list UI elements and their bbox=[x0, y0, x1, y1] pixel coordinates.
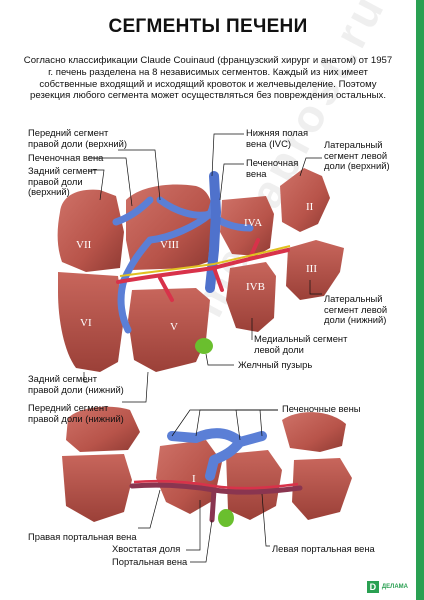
label-posterior-right-upper: Задний сегмент правой доли (верхний) bbox=[28, 165, 98, 198]
intro-text: Согласно классификации Claude Couinaud (… bbox=[23, 55, 393, 102]
label-hepatic-vein: Печеночная вена bbox=[28, 152, 104, 163]
logo-mark: D bbox=[366, 581, 379, 593]
segment-label-vii: VII bbox=[76, 239, 92, 251]
segment-label-ivb: IVB bbox=[246, 281, 265, 293]
bottom-right-lower-lobe bbox=[62, 454, 132, 522]
leader-lines-top bbox=[83, 133, 322, 403]
segment-label-i: I bbox=[192, 473, 196, 485]
segment-label-iva: IVA bbox=[244, 217, 262, 229]
label-posterior-right-lower: Задний сегмент правой доли (нижний) bbox=[28, 373, 124, 395]
segment-label-v: V bbox=[170, 321, 178, 333]
segment-label-vi: VI bbox=[80, 317, 92, 329]
bottom-left-upper-lobe bbox=[282, 412, 346, 452]
label-caudate-lobe: Хвостатая доля bbox=[112, 543, 181, 554]
bottom-center-lobe bbox=[226, 450, 282, 520]
bile-ducts-top bbox=[119, 245, 291, 277]
hepatic-vein-branches bbox=[112, 176, 254, 334]
label-anterior-right-lower: Передний сегмент правой доли (нижний) bbox=[28, 402, 124, 424]
bottom-right-upper-lobe bbox=[66, 406, 140, 452]
label-ivc: Нижняя полая вена (IVC) bbox=[246, 127, 309, 149]
label-portal-vein: Портальная вена bbox=[112, 556, 188, 567]
gallbladder-shape bbox=[195, 338, 213, 354]
segment-ivb-shape bbox=[226, 262, 276, 332]
poster-title: СЕГМЕНТЫ ПЕЧЕНИ bbox=[108, 16, 308, 37]
portal-branches-top bbox=[116, 238, 290, 302]
label-lateral-left-lower: Латеральный сегмент левой доли (нижний) bbox=[324, 293, 388, 326]
segment-label-ii: II bbox=[306, 201, 314, 213]
label-left-portal-vein: Левая портальная вена bbox=[272, 543, 375, 554]
segment-ii-shape bbox=[280, 168, 330, 232]
segment-v-shape bbox=[128, 288, 210, 372]
segment-label-iii: III bbox=[306, 263, 317, 275]
label-medial-left: Медиальный сегмент левой доли bbox=[254, 333, 348, 355]
publisher-logo: D ДЕЛАМА bbox=[366, 580, 408, 594]
bottom-caudate-lobe bbox=[156, 440, 222, 514]
leader-lines-bottom bbox=[138, 409, 278, 563]
logo-text: ДЕЛАМА bbox=[381, 584, 408, 590]
segment-label-viii: VIII bbox=[160, 239, 179, 251]
bottom-left-lower-lobe bbox=[292, 458, 352, 520]
segment-vii-shape bbox=[57, 189, 124, 272]
label-hepatic-vein-2: Печеночная вена bbox=[246, 157, 299, 179]
segment-iii-shape bbox=[286, 240, 344, 300]
bottom-portal-veins bbox=[129, 482, 303, 523]
label-hepatic-veins: Печеночные вены bbox=[282, 403, 361, 414]
label-anterior-right-upper: Передний сегмент правой доли (верхний) bbox=[28, 127, 128, 149]
accent-side-bar bbox=[416, 0, 424, 600]
bottom-gallbladder-shape bbox=[218, 509, 234, 527]
bottom-arteries bbox=[133, 479, 299, 490]
label-right-portal-vein: Правая портальная вена bbox=[28, 531, 137, 542]
segment-vi-shape bbox=[58, 272, 124, 372]
label-lateral-left-upper: Латеральный сегмент левой доли (верхний) bbox=[324, 139, 390, 172]
bottom-hepatic-veins bbox=[167, 428, 267, 481]
label-gallbladder: Желчный пузырь bbox=[238, 359, 313, 370]
